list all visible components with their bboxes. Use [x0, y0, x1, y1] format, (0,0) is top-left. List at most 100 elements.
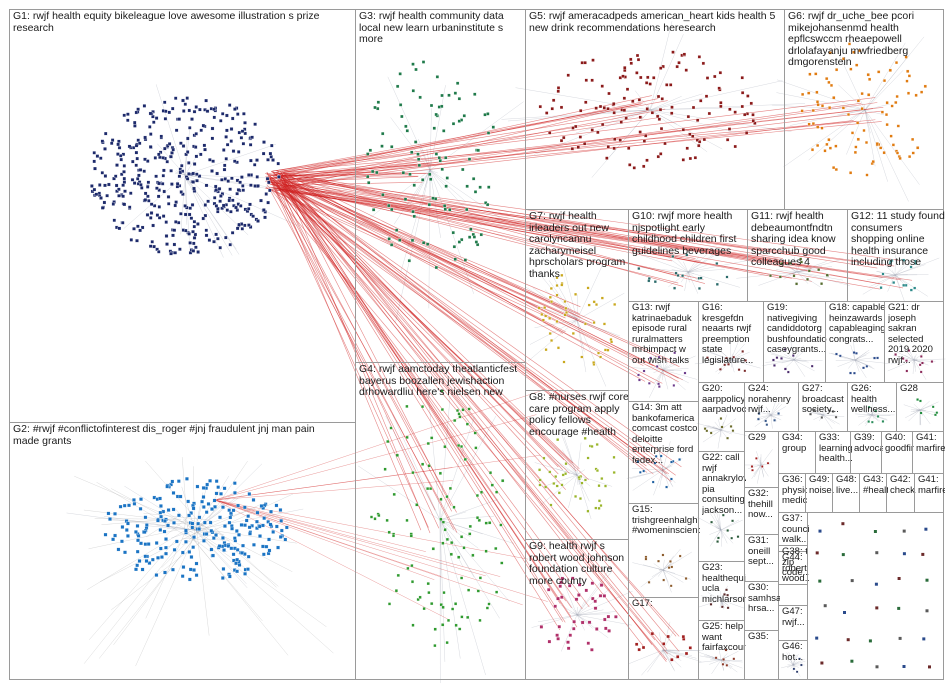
- graph-node: [190, 521, 195, 526]
- graph-node: [544, 314, 548, 318]
- graph-node: [129, 191, 133, 195]
- graph-edge: [214, 499, 523, 606]
- graph-edge: [720, 599, 728, 605]
- graph-node: [159, 514, 163, 519]
- graph-edge: [854, 359, 862, 366]
- graph-node: [542, 456, 546, 460]
- graph-node: [204, 228, 209, 233]
- graph-edge: [919, 401, 939, 411]
- group-label-g39: G39: advocacy...: [854, 433, 883, 454]
- graph-node: [820, 126, 824, 130]
- graph-edge: [730, 342, 739, 361]
- graph-edge: [753, 464, 762, 475]
- graph-node: [488, 471, 493, 475]
- graph-node: [438, 471, 442, 475]
- graph-node: [718, 71, 723, 75]
- graph-node: [117, 194, 121, 198]
- graph-node: [850, 131, 855, 135]
- graph-edge: [265, 188, 883, 278]
- graph-node: [132, 227, 136, 231]
- graph-node: [622, 108, 627, 112]
- graph-node: [177, 174, 182, 179]
- graph-node: [154, 541, 159, 545]
- graph-edge: [281, 174, 679, 383]
- graph-node: [416, 597, 420, 602]
- graph-node: [414, 67, 418, 72]
- graph-node: [592, 300, 596, 304]
- graph-node: [195, 178, 199, 183]
- group-label-g22: G22: call rwjf annakrylov pia consulting…: [702, 453, 746, 516]
- graph-node: [262, 208, 266, 212]
- graph-node: [212, 239, 216, 244]
- group-panel-g25: G25: help want fairfaxcounty...: [698, 620, 746, 680]
- graph-node: [657, 117, 662, 121]
- graph-node: [221, 536, 225, 540]
- graph-node: [278, 535, 283, 539]
- group-label-g40: G40: goodfirebase...: [885, 433, 914, 454]
- graph-edge: [417, 169, 431, 196]
- graph-node: [590, 444, 594, 448]
- graph-edge: [854, 349, 870, 361]
- graph-edge: [429, 108, 432, 171]
- graph-node: [434, 152, 439, 156]
- graph-node: [462, 114, 466, 118]
- graph-node: [166, 195, 171, 199]
- graph-node: [387, 530, 391, 534]
- graph-node: [191, 506, 196, 511]
- graph-node: [691, 134, 695, 138]
- graph-node: [227, 508, 232, 513]
- group-label-g43: G42: check...: [890, 475, 916, 496]
- graph-node: [576, 145, 580, 149]
- graph-edge: [283, 176, 878, 269]
- graph-edge: [574, 319, 578, 326]
- graph-edge: [429, 169, 443, 190]
- graph-node: [401, 171, 406, 175]
- graph-node: [743, 112, 747, 117]
- graph-node: [396, 573, 400, 577]
- graph-node: [212, 196, 217, 200]
- graph-edge: [284, 172, 783, 259]
- graph-node: [639, 75, 643, 80]
- graph-node: [448, 208, 452, 212]
- graph-edge: [266, 175, 567, 310]
- group-panel-g32: G32: thehill now...: [744, 487, 779, 535]
- graph-node: [395, 453, 399, 457]
- graph-node: [439, 603, 443, 607]
- graph-edge: [662, 441, 671, 471]
- graph-edge: [864, 109, 876, 167]
- graph-node: [659, 152, 663, 156]
- graph-node: [171, 507, 176, 512]
- graph-edge: [776, 269, 798, 273]
- graph-node: [487, 185, 491, 189]
- graph-edge: [649, 93, 703, 111]
- graph-node: [474, 240, 479, 244]
- graph-node: [199, 128, 203, 133]
- graph-node: [638, 115, 642, 119]
- graph-node: [846, 112, 851, 117]
- graph-edge: [204, 538, 327, 627]
- graph-node: [187, 577, 192, 582]
- graph-node: [158, 510, 163, 515]
- graph-node: [143, 554, 148, 559]
- graph-node: [811, 122, 815, 126]
- graph-edge: [214, 499, 449, 620]
- graph-edge: [698, 599, 722, 608]
- graph-node: [541, 318, 545, 322]
- graph-node: [604, 626, 608, 631]
- graph-node: [564, 306, 568, 310]
- graph-node: [132, 120, 137, 125]
- graph-node: [232, 159, 237, 163]
- graph-node: [138, 506, 143, 511]
- graph-node: [187, 232, 191, 236]
- graph-node: [500, 561, 504, 565]
- graph-node: [829, 83, 834, 87]
- graph-node: [157, 250, 161, 254]
- graph-node: [113, 533, 117, 538]
- graph-node: [221, 505, 225, 510]
- graph-edge: [730, 352, 743, 361]
- graph-node: [740, 104, 744, 109]
- graph-edge: [792, 654, 797, 666]
- graph-edge: [881, 261, 896, 276]
- graph-node: [841, 57, 846, 61]
- graph-node: [856, 137, 860, 141]
